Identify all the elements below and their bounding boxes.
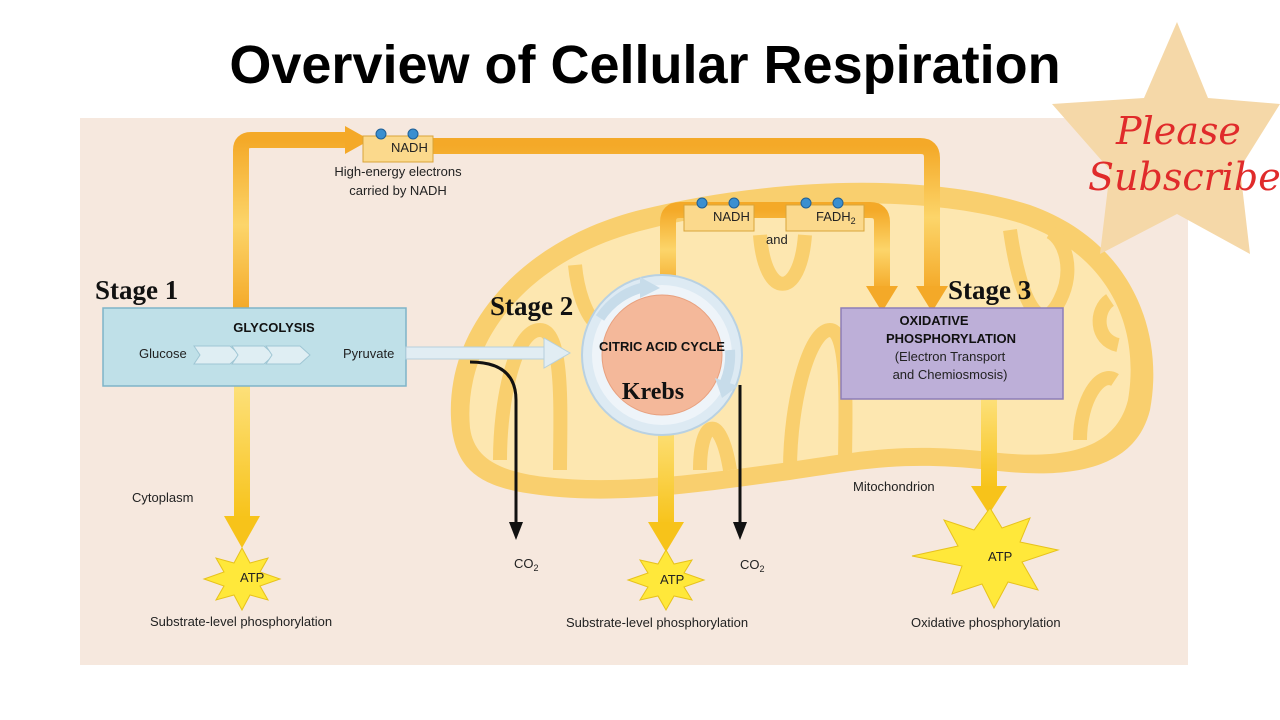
atp-burst-stage1: ATP bbox=[202, 546, 282, 612]
atp-label-stage3: ATP bbox=[988, 549, 1012, 564]
co2-left-label: CO bbox=[514, 556, 534, 571]
atp-burst-stage3: ATP bbox=[911, 507, 1060, 610]
subscribe-badge[interactable]: Please Subscribe bbox=[1052, 22, 1280, 254]
citric-acid-cycle: CITRIC ACID CYCLE Krebs bbox=[581, 274, 743, 436]
badge-line2: Subscribe bbox=[1088, 155, 1280, 199]
badge-line1: Please bbox=[1115, 109, 1241, 153]
fadh2-carrier: FADH2 bbox=[785, 197, 865, 232]
fadh-subscript: 2 bbox=[851, 216, 856, 226]
citric-title: CITRIC ACID CYCLE bbox=[599, 339, 725, 354]
and-label: and bbox=[766, 232, 788, 247]
oxphos-box: OXIDATIVE PHOSPHORYLATION (Electron Tran… bbox=[840, 307, 1064, 400]
cytoplasm-label: Cytoplasm bbox=[132, 490, 193, 505]
glycolysis-title: GLYCOLYSIS bbox=[233, 320, 315, 335]
pyruvate-label: Pyruvate bbox=[343, 346, 394, 361]
co2-right-label: CO bbox=[740, 557, 760, 572]
glycolysis-box: GLYCOLYSIS Glucose Pyruvate bbox=[102, 307, 407, 387]
svg-text:CO2: CO2 bbox=[514, 556, 539, 573]
glucose-label: Glucose bbox=[139, 346, 187, 361]
atp-label-stage2: ATP bbox=[660, 572, 684, 587]
stage3-label: Stage 3 bbox=[948, 275, 1031, 305]
caption-stage3: Oxidative phosphorylation bbox=[911, 615, 1061, 630]
stage1-label: Stage 1 bbox=[95, 275, 178, 305]
oxphos-line2: PHOSPHORYLATION bbox=[886, 331, 1016, 346]
page-title: Overview of Cellular Respiration bbox=[229, 35, 1061, 95]
caption-stage1: Substrate-level phosphorylation bbox=[150, 614, 332, 629]
stage1-atp-arrow bbox=[224, 386, 260, 548]
stage3-atp-arrow bbox=[971, 398, 1007, 514]
pyruvate-to-krebs-arrow bbox=[405, 337, 572, 369]
star-icon bbox=[1052, 22, 1280, 254]
fadh-label: FADH bbox=[816, 209, 851, 224]
caption-stage2: Substrate-level phosphorylation bbox=[566, 615, 748, 630]
nadh-carrier-top: NADH bbox=[362, 128, 434, 163]
nadh-caption-line1: High-energy electrons bbox=[334, 164, 462, 179]
glycolysis-chevrons bbox=[193, 345, 311, 365]
oxphos-line3: (Electron Transport bbox=[895, 349, 1006, 364]
nadh-mid-label: NADH bbox=[713, 209, 750, 224]
svg-text:CO2: CO2 bbox=[740, 557, 765, 574]
krebs-to-oxphos-arrow bbox=[660, 202, 898, 312]
svg-text:FADH2: FADH2 bbox=[816, 209, 856, 226]
nadh-electron-arrow bbox=[233, 126, 948, 312]
co2-right-subscript: 2 bbox=[760, 564, 765, 574]
stage2-atp-arrow bbox=[648, 425, 684, 552]
atp-label-stage1: ATP bbox=[240, 570, 264, 585]
oxphos-line4: and Chemiosmosis) bbox=[893, 367, 1008, 382]
co2-arrow-left bbox=[469, 360, 523, 540]
mitochondrion-label: Mitochondrion bbox=[853, 479, 935, 494]
stage2-label: Stage 2 bbox=[490, 291, 573, 321]
atp-burst-stage2: ATP bbox=[626, 548, 706, 612]
nadh-top-label: NADH bbox=[391, 140, 428, 155]
krebs-label: Krebs bbox=[622, 379, 684, 405]
nadh-caption-line2: carried by NADH bbox=[349, 183, 447, 198]
oxphos-line1: OXIDATIVE bbox=[899, 313, 968, 328]
nadh-carrier-mid: NADH bbox=[683, 197, 755, 232]
co2-arrow-right bbox=[733, 385, 747, 540]
co2-left-subscript: 2 bbox=[534, 563, 539, 573]
